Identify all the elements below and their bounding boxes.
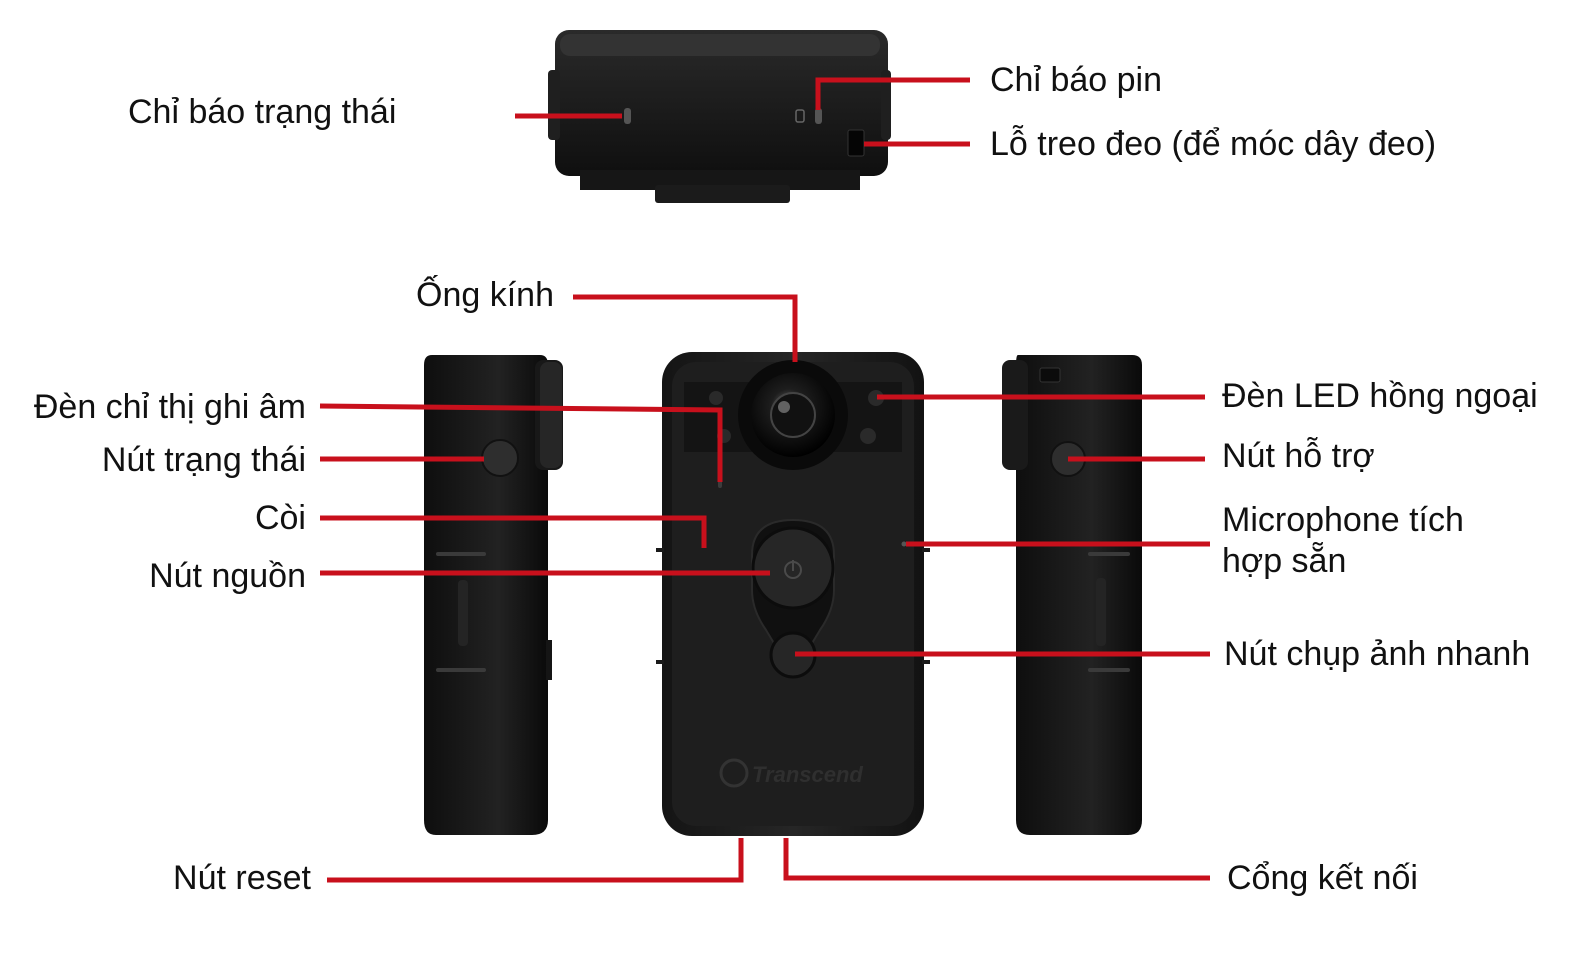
label-strap-hole: Lỗ treo đeo (để móc dây đeo) — [990, 125, 1437, 163]
leader-battery-indicator — [815, 77, 970, 110]
right-side-device — [1002, 355, 1142, 835]
leader-reset-button — [327, 838, 744, 883]
label-microphone: Microphone tích hợp sẵn — [1222, 501, 1464, 580]
leader-lens — [573, 294, 798, 362]
label-lens: Ống kính — [416, 276, 554, 314]
label-power-button: Nút nguồn — [149, 557, 306, 595]
strap-hole-icon — [847, 129, 865, 157]
brand-logo-text: Transcend — [752, 762, 863, 787]
status-led-icon — [624, 108, 631, 124]
ir-led-icon — [860, 428, 876, 444]
leader-port — [783, 838, 1210, 881]
label-reset-button: Nút reset — [173, 859, 311, 897]
battery-led-icon — [815, 108, 822, 124]
top-view-device — [548, 30, 891, 203]
label-recording-indicator: Đèn chỉ thị ghi âm — [33, 388, 306, 426]
left-side-device — [424, 355, 563, 835]
leader-recording-indicator — [319, 403, 723, 482]
status-button-icon — [481, 439, 519, 477]
label-status-indicator: Chỉ báo trạng thái — [128, 93, 397, 131]
brand-logo-icon — [719, 758, 749, 788]
label-battery-indicator: Chỉ báo pin — [990, 61, 1163, 99]
leader-buzzer — [320, 515, 707, 548]
microphone-icon — [901, 541, 907, 547]
ir-led-icon — [868, 390, 884, 406]
front-device: Transcend — [656, 352, 930, 836]
label-assist-button: Nút hỗ trợ — [1222, 437, 1375, 475]
label-status-button: Nút trạng thái — [101, 441, 306, 479]
label-snapshot-button: Nút chụp ảnh nhanh — [1224, 635, 1531, 673]
leader-lines — [319, 77, 1210, 883]
label-ir-led: Đèn LED hồng ngoại — [1222, 377, 1538, 415]
label-buzzer: Còi — [254, 499, 306, 537]
battery-icon — [795, 109, 805, 123]
ir-led-icon — [709, 391, 723, 405]
label-port: Cổng kết nối — [1227, 859, 1418, 897]
